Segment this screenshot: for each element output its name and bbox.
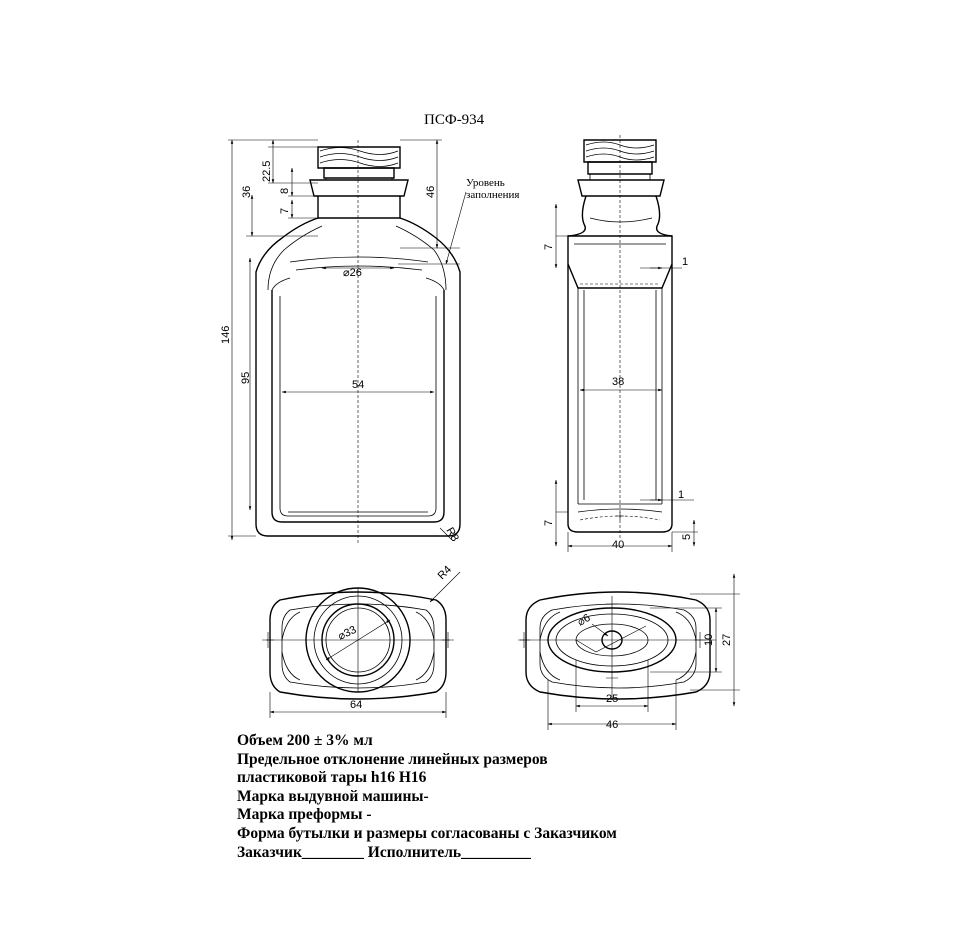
dim-side-base-width: 40 xyxy=(612,539,624,551)
note-volume: Объем 200 ± 3% мл xyxy=(237,732,373,749)
front-view: 146 36 95 22.5 8 7 46 54 ⌀26 R8 Уровень … xyxy=(220,139,519,545)
drawing-title: ПСФ-934 xyxy=(424,112,485,128)
dim-neck-height: 36 xyxy=(241,186,253,198)
note-signatures: Заказчик________ Исполнитель_________ xyxy=(237,843,531,861)
dim-side-step-top: 1 xyxy=(682,256,688,268)
dim-bottom-gate-diameter: ⌀6 xyxy=(576,612,593,629)
notes-block: Объем 200 ± 3% мл Предельное отклонение … xyxy=(237,732,797,862)
dim-bottom-inner-width: 25 xyxy=(606,693,618,705)
dim-side-bottom-height: 7 xyxy=(543,520,555,526)
dim-bottom-width: 46 xyxy=(606,719,618,731)
dim-ring-height: 8 xyxy=(279,188,291,194)
dim-side-body-width: 38 xyxy=(612,376,624,388)
dim-bottom-inner-depth: 10 xyxy=(703,634,715,646)
note-agreement: Форма бутылки и размеры согласованы с За… xyxy=(237,824,617,842)
top-view: 64 ⌀33 R4 xyxy=(262,564,461,718)
dim-corner-radius: R8 xyxy=(443,526,460,544)
dim-shoulder-diameter: ⌀26 xyxy=(343,267,362,279)
note-preform: Марка преформы - xyxy=(237,806,372,824)
fill-level-label-1: Уровень xyxy=(466,177,505,189)
note-machine: Марка выдувной машины- xyxy=(237,787,429,805)
dim-top-width: 64 xyxy=(350,699,362,711)
note-tolerance-2: пластиковой тары h16 H16 xyxy=(237,769,427,787)
dim-fill-height: 46 xyxy=(425,186,437,198)
dim-total-height: 146 xyxy=(220,326,232,344)
side-view: 7 7 1 1 5 38 40 xyxy=(543,135,698,552)
dim-bottom-depth: 27 xyxy=(721,634,733,646)
note-tolerance-1: Предельное отклонение линейных размеров xyxy=(237,750,548,768)
fill-level-label-2: заполнения xyxy=(466,189,519,201)
dim-collar-height: 7 xyxy=(279,208,291,214)
dim-side-base-height: 5 xyxy=(681,534,693,540)
dim-side-shoulder-height: 7 xyxy=(543,244,555,250)
dim-body-width: 54 xyxy=(352,379,364,391)
dim-body-height: 95 xyxy=(240,372,252,384)
bottom-view: 25 46 10 27 ⌀6 xyxy=(518,573,740,731)
dim-top-corner-radius: R4 xyxy=(436,564,454,582)
dim-side-step-bottom: 1 xyxy=(678,489,684,501)
dim-thread-height: 22.5 xyxy=(261,161,273,182)
